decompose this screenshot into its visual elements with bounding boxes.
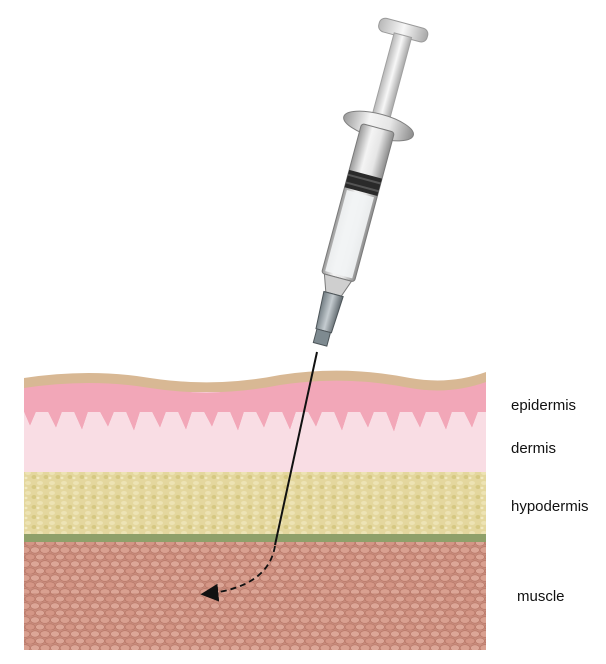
injection-path-arrow <box>200 545 276 602</box>
fascia-layer <box>24 534 486 542</box>
label-dermis: dermis <box>511 440 557 457</box>
syringe-liquid <box>325 189 374 279</box>
hypodermis-layer <box>24 472 486 534</box>
syringe-plunger-rod <box>370 32 413 126</box>
label-muscle: muscle <box>517 588 565 605</box>
needle-hub <box>315 290 344 334</box>
label-hypodermis: hypodermis <box>511 498 589 515</box>
epidermis-layer <box>24 380 486 432</box>
syringe <box>312 17 429 347</box>
muscle-layer <box>24 542 486 650</box>
label-epidermis: epidermis <box>511 397 577 414</box>
needle <box>274 351 318 546</box>
dermis-layer <box>24 412 486 472</box>
